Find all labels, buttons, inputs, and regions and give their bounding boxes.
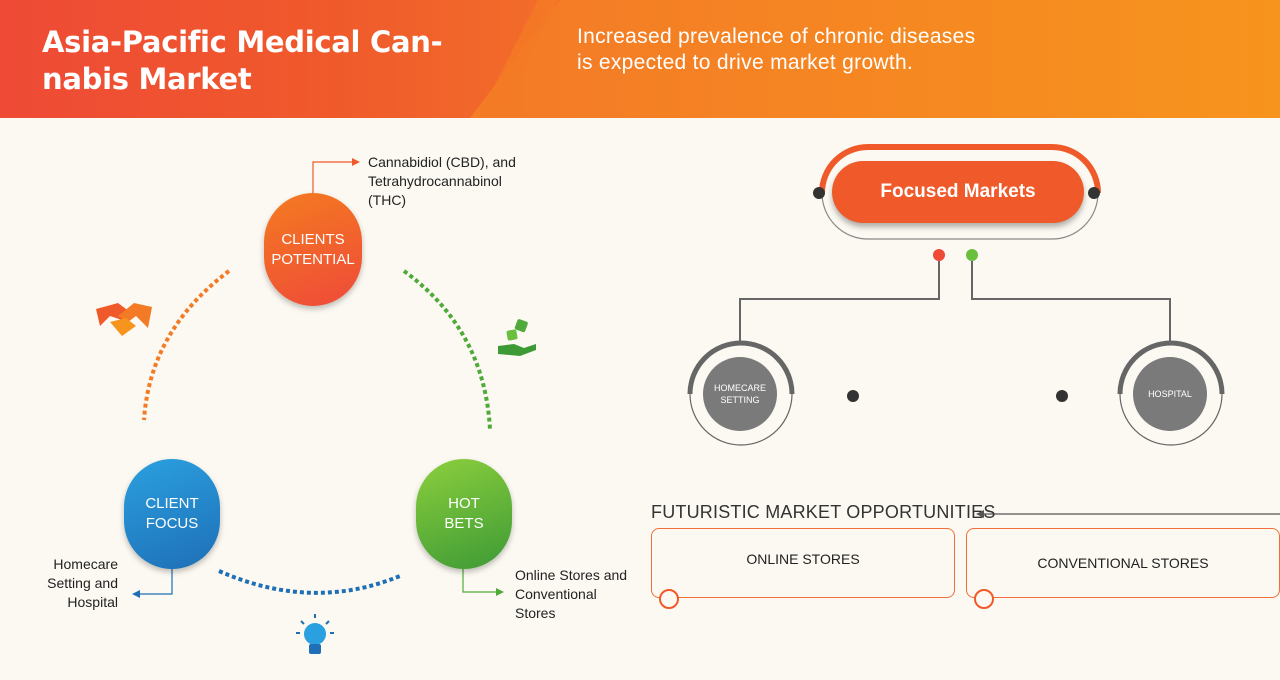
futuristic-arrowhead [976,510,984,518]
homecare-setting-circle: HOMECARE SETTING [703,357,777,431]
client-focus-detail: Homecare Setting and Hospital [30,555,118,612]
homecare-ring-thick [687,340,795,395]
header-banner: Asia-Pacific Medical Can- nabis Market I… [0,0,1280,118]
conventional-stores-label: CONVENTIONAL STORES [1037,555,1209,571]
hospital-ring-thick [1117,340,1225,395]
futuristic-title: FUTURISTIC MARKET OPPORTUNITIES [651,502,996,522]
left-branch [739,261,940,345]
page-title: Asia-Pacific Medical Can- nabis Market [42,24,482,98]
client-focus-line1: CLIENT [145,495,199,512]
online-arrowhead [496,588,504,596]
clients-potential-line2: POTENTIAL [271,250,355,268]
blue-dotted-arc [218,569,401,595]
detail-line: (THC) [368,192,407,208]
conventional-stores-dot [974,589,994,609]
green-node [966,249,978,261]
clients-potential-line1: CLIENTS [281,230,345,248]
handshake-icon [96,303,152,336]
client-focus-line2: FOCUS [145,515,199,532]
detail-line: Tetrahydrocannabinol [368,173,502,189]
online-stores-label: ONLINE STORES [746,551,860,567]
online-stores-box: ONLINE STORES [651,528,955,598]
client-focus-circle: CLIENT FOCUS [124,459,220,569]
online-stores-dot [659,589,679,609]
detail-line: Homecare [53,556,118,572]
conventional-stores-box: CONVENTIONAL STORES [966,528,1280,598]
focus-right-dot [1088,187,1100,199]
page-title-line1: Asia-Pacific Medical Can- [42,25,443,59]
detail-line: Cannabidiol (CBD), and [368,154,516,170]
lightbulb-icon [296,614,334,654]
homecare-connector [140,562,173,595]
hospital-circle: HOSPITAL [1133,357,1207,431]
cbd-connector [312,161,352,196]
hot-bets-circle: HOT BETS [416,459,512,569]
detail-line: Online Stores and [515,567,628,583]
dice-hand-icon [498,319,536,356]
mid-dot-right [1056,390,1068,402]
hospital-label: HOSPITAL [1148,389,1192,399]
detail-line: Hospital [67,594,118,610]
subtitle-line1: Increased prevalence of chronic diseases [577,25,976,48]
focus-frame-lower [821,192,1099,240]
page-subtitle: Increased prevalence of chronic diseases… [577,24,1027,76]
homecare-arrowhead [132,590,140,598]
hospital-ring-thin [1119,393,1223,446]
orange-dotted-arc [142,269,231,421]
hot-bets-line1: HOT [448,495,480,512]
homecare-line2: SETTING [720,395,760,405]
header-left-panel [0,0,560,118]
subtitle-line2: is expected to drive market growth. [577,51,914,74]
hot-bets-line2: BETS [444,515,484,532]
homecare-ring-thin [689,393,793,446]
online-connector [462,562,496,593]
detail-line: Setting and [47,575,118,591]
detail-line: Stores [515,605,556,621]
green-dotted-arc [402,269,492,431]
mid-dot-left [847,390,859,402]
focused-markets-title: Focused Markets [832,161,1084,223]
homecare-line1: HOMECARE [713,383,766,393]
focus-frame-arc [819,144,1101,194]
page-title-line2: nabis Market [42,62,252,96]
detail-line: Conventional [515,586,597,602]
focus-left-dot [813,187,825,199]
right-branch [971,261,1171,345]
cbd-arrowhead [352,158,360,166]
hot-bets-detail: Online Stores and Conventional Stores [515,566,655,623]
red-node [933,249,945,261]
clients-potential-detail: Cannabidiol (CBD), and Tetrahydrocannabi… [368,153,568,210]
clients-potential-circle: CLIENTS POTENTIAL [264,193,362,306]
